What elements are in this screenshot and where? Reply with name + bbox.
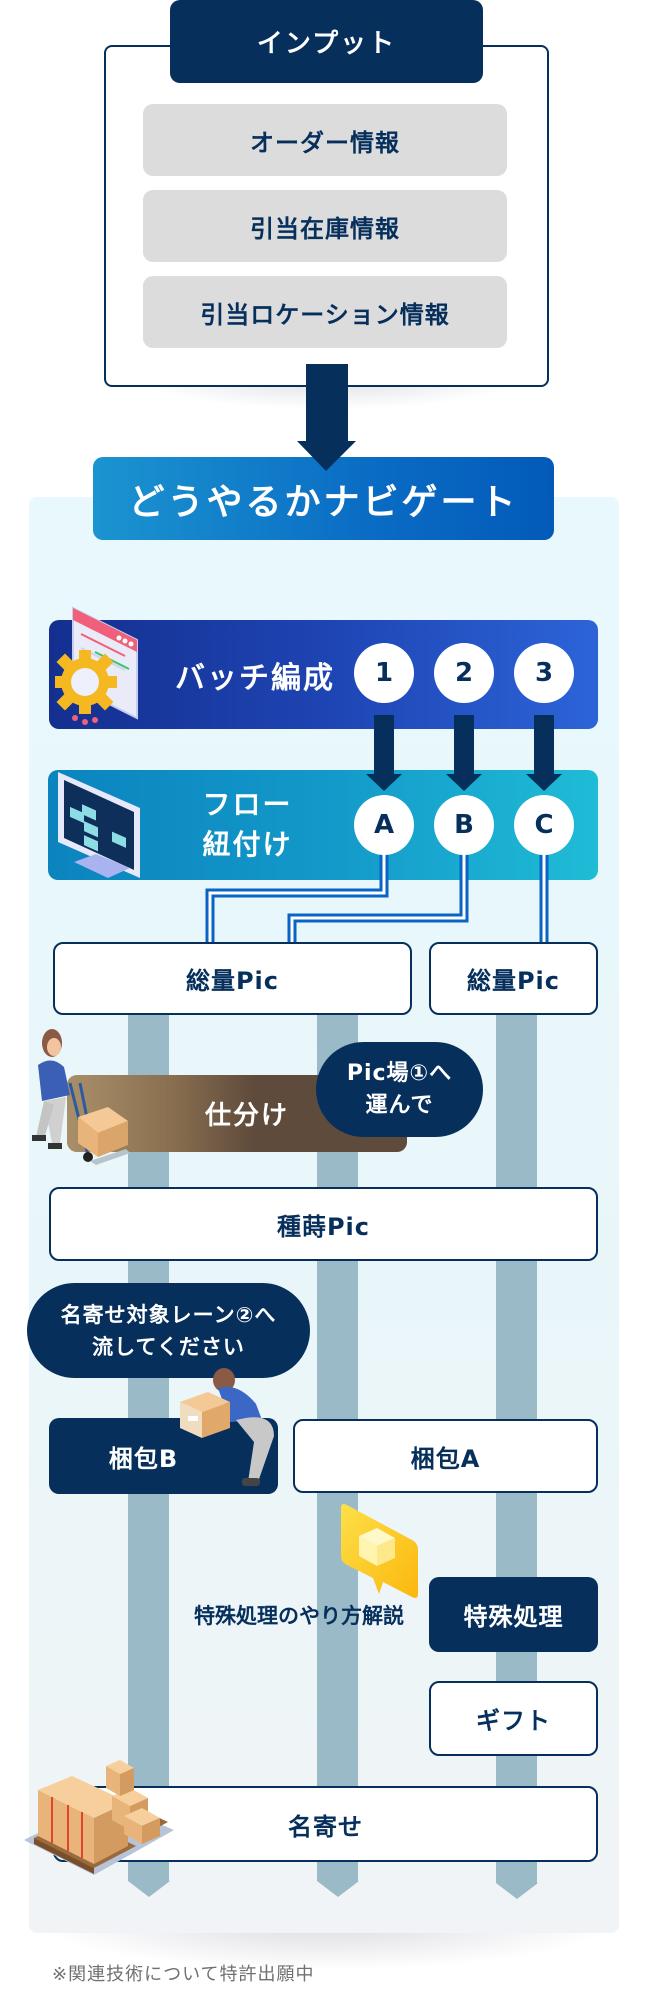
pallet-boxes-illustration-icon xyxy=(24,1760,176,1880)
flow-label: フロー 紐付け xyxy=(170,770,325,880)
flow-connector-wires xyxy=(205,855,549,942)
worker-with-cart-illustration-icon xyxy=(30,1025,130,1165)
sorting-bubble-line2: 運んで xyxy=(365,1092,434,1118)
flow-letter-b: B xyxy=(434,795,494,855)
arrow-1-to-a-icon xyxy=(366,774,402,791)
sorting-bubble-line1: Pic場①へ xyxy=(346,1060,453,1086)
batch-label: バッチ編成 xyxy=(175,660,335,696)
flow-label-line1: フロー xyxy=(202,788,293,821)
down-arrow-stem xyxy=(306,364,348,444)
flow-label-line2: 紐付け xyxy=(202,828,293,861)
worker-packing-illustration-icon xyxy=(178,1362,283,1490)
input-item-allocated-location-info: 引当ロケーション情報 xyxy=(143,276,507,348)
navigate-title: どうやるかナビゲート xyxy=(93,457,554,540)
down-arrow-icon xyxy=(297,441,356,471)
batch-settings-illustration-icon xyxy=(53,600,150,725)
lane-middle-arrow-icon xyxy=(317,1881,359,1897)
batch-number-1: 1 xyxy=(354,643,414,703)
batch-number-2: 2 xyxy=(434,643,494,703)
lane-bubble-line1: 名寄せ対象レーン②へ xyxy=(60,1302,277,1327)
lane-left-arrow-icon xyxy=(128,1881,170,1897)
batch-number-3: 3 xyxy=(514,643,574,703)
lane-bubble-line2: 流してください xyxy=(92,1334,245,1359)
seed-pick: 種蒔Pic xyxy=(49,1187,598,1261)
batch-bar xyxy=(49,620,598,729)
flow-monitor-illustration-icon xyxy=(50,768,150,878)
arrow-2-to-b-stem xyxy=(454,715,474,775)
patent-footnote: ※関連技術について特許出願中 xyxy=(52,1964,315,1985)
lane-instruction-bubble: 名寄せ対象レーン②へ 流してください xyxy=(27,1283,310,1378)
flow-letter-a: A xyxy=(354,795,414,855)
lane-right-arrow-icon xyxy=(496,1883,538,1899)
flow-letter-c: C xyxy=(514,795,574,855)
arrow-3-to-c-stem xyxy=(534,715,554,775)
arrow-1-to-a-stem xyxy=(374,715,394,775)
special-handling-hint-bubble-icon xyxy=(339,1502,418,1600)
input-item-allocated-stock-info: 引当在庫情報 xyxy=(143,190,507,262)
input-title: インプット xyxy=(170,0,483,83)
gift: ギフト xyxy=(429,1681,598,1756)
special-handling: 特殊処理 xyxy=(429,1577,598,1652)
bulk-pick-left: 総量Pic xyxy=(53,942,412,1015)
pack-a: 梱包A xyxy=(293,1419,598,1493)
sorting-instruction-bubble: Pic場①へ 運んで xyxy=(316,1042,483,1137)
input-item-order-info: オーダー情報 xyxy=(143,104,507,176)
bulk-pick-right: 総量Pic xyxy=(429,942,598,1015)
arrow-3-to-c-icon xyxy=(526,774,562,791)
special-handling-hint: 特殊処理のやり方解説 xyxy=(194,1604,404,1628)
arrow-2-to-b-icon xyxy=(446,774,482,791)
pack-b: 梱包B xyxy=(49,1418,278,1494)
